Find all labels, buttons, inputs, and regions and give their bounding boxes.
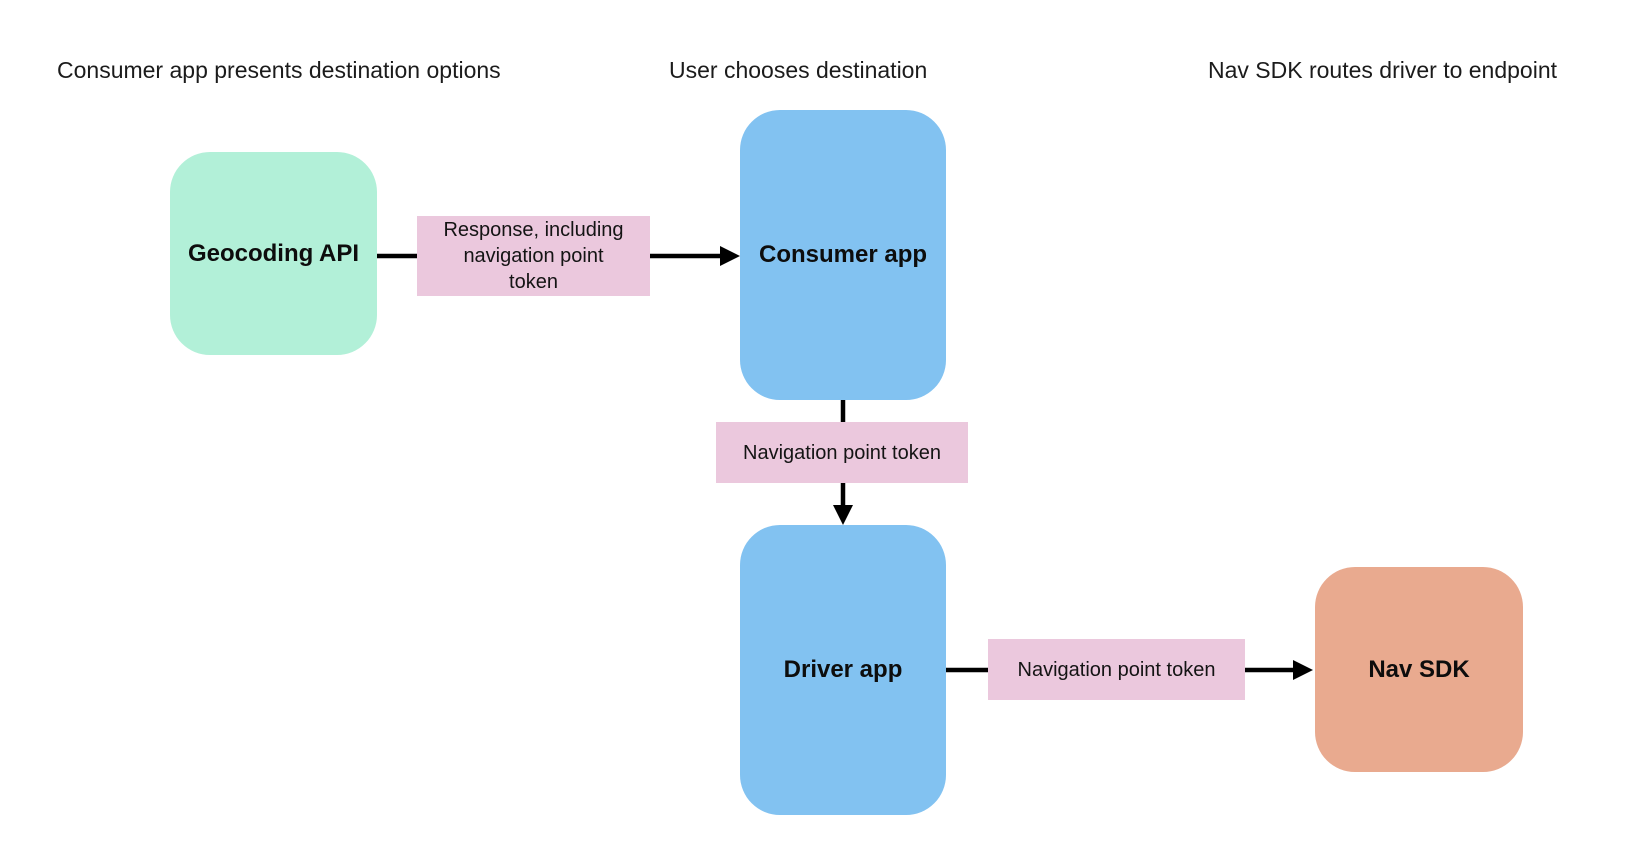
- node-nav-sdk: Nav SDK: [1315, 567, 1523, 772]
- node-geocoding-api-label: Geocoding API: [187, 239, 360, 267]
- node-consumer-app-label: Consumer app: [758, 241, 928, 268]
- node-nav-sdk-label: Nav SDK: [1368, 655, 1470, 683]
- node-driver-app-label: Driver app: [783, 656, 903, 683]
- edge-label-navigation-point-token-driver-navsdk-text: Navigation point token: [1017, 658, 1216, 681]
- edge-label-navigation-point-token-consumer-driver: Navigation point token: [716, 422, 968, 483]
- arrowhead-into-driver-app: [833, 505, 853, 525]
- edge-label-response-token: Response, including navigation point tok…: [417, 216, 650, 296]
- arrowhead-into-nav-sdk: [1293, 660, 1313, 680]
- node-driver-app: Driver app: [740, 525, 946, 815]
- edge-label-navigation-point-token-consumer-driver-text: Navigation point token: [743, 441, 941, 464]
- column-header-step2: User chooses destination: [669, 57, 928, 83]
- column-header-step1: Consumer app presents destination option…: [57, 57, 501, 83]
- edge-label-response-token-text: Response, including navigation point tok…: [443, 219, 624, 293]
- arrowhead-into-consumer-app: [720, 246, 740, 266]
- edge-label-navigation-point-token-driver-navsdk: Navigation point token: [988, 639, 1245, 700]
- node-consumer-app: Consumer app: [740, 110, 946, 400]
- column-header-step3: Nav SDK routes driver to endpoint: [1208, 57, 1558, 83]
- node-geocoding-api: Geocoding API: [170, 152, 377, 355]
